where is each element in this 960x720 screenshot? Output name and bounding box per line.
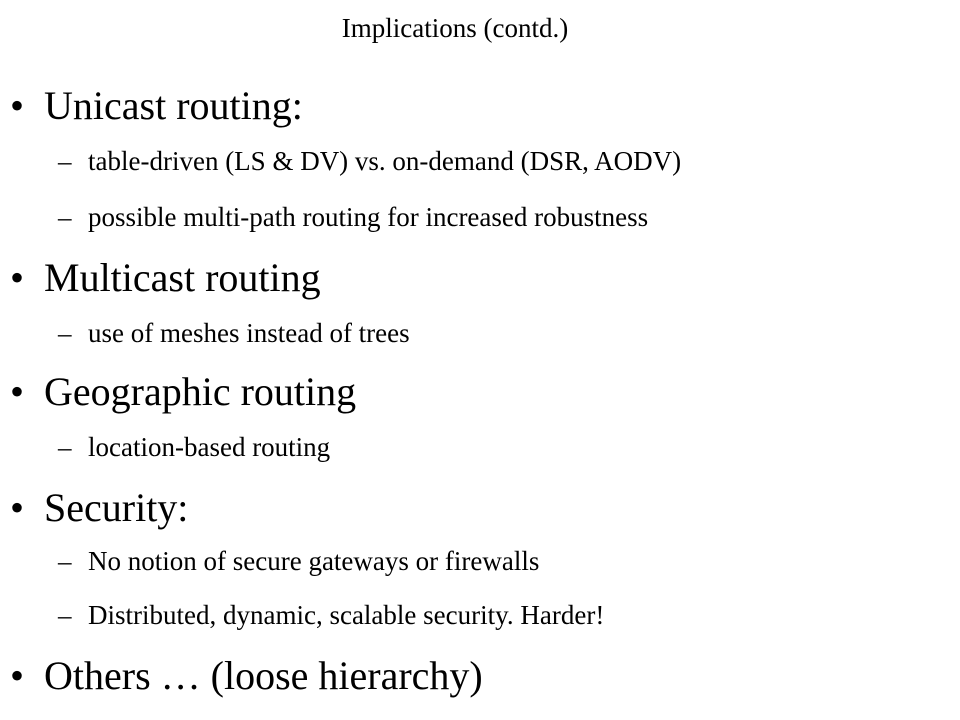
sub-item-table-driven: –table-driven (LS & DV) vs. on-demand (D… — [58, 144, 681, 178]
sub-marker: – — [58, 600, 72, 630]
bullet-text: Unicast routing: — [44, 83, 303, 128]
bullet-text: Security: — [44, 485, 189, 530]
bullet-multicast-routing: • Multicast routing — [10, 254, 321, 302]
sub-marker: – — [58, 146, 72, 176]
bullet-marker: • — [10, 485, 25, 530]
sub-marker: – — [58, 546, 72, 576]
bullet-text: Multicast routing — [44, 255, 321, 300]
bullet-unicast-routing: • Unicast routing: — [10, 82, 303, 130]
bullet-marker: • — [10, 255, 25, 300]
sub-marker: – — [58, 202, 72, 232]
sub-item-meshes: –use of meshes instead of trees — [58, 316, 410, 350]
sub-item-location-based: –location-based routing — [58, 430, 330, 464]
slide-title: Implications (contd.) — [341, 13, 569, 43]
sub-text: No notion of secure gateways or firewall… — [88, 546, 540, 576]
sub-item-multi-path: –possible multi-path routing for increas… — [58, 200, 648, 234]
sub-text: possible multi-path routing for increase… — [88, 202, 649, 232]
sub-marker: – — [58, 432, 72, 462]
bullet-marker: • — [10, 83, 25, 128]
sub-item-distributed-security: –Distributed, dynamic, scalable security… — [58, 598, 604, 632]
bullet-text: Geographic routing — [44, 369, 357, 414]
sub-item-no-secure-gateways: –No notion of secure gateways or firewal… — [58, 544, 539, 578]
sub-text: Distributed, dynamic, scalable security.… — [88, 600, 605, 630]
sub-text: table-driven (LS & DV) vs. on-demand (DS… — [88, 146, 682, 176]
sub-text: use of meshes instead of trees — [88, 318, 410, 348]
bullet-geographic-routing: • Geographic routing — [10, 368, 356, 416]
bullet-others: • Others … (loose hierarchy) — [10, 652, 483, 700]
bullet-text: Others … (loose hierarchy) — [44, 653, 483, 698]
bullet-marker: • — [10, 653, 25, 698]
sub-text: location-based routing — [88, 432, 331, 462]
bullet-security: • Security: — [10, 484, 188, 532]
bullet-marker: • — [10, 369, 25, 414]
sub-marker: – — [58, 318, 72, 348]
